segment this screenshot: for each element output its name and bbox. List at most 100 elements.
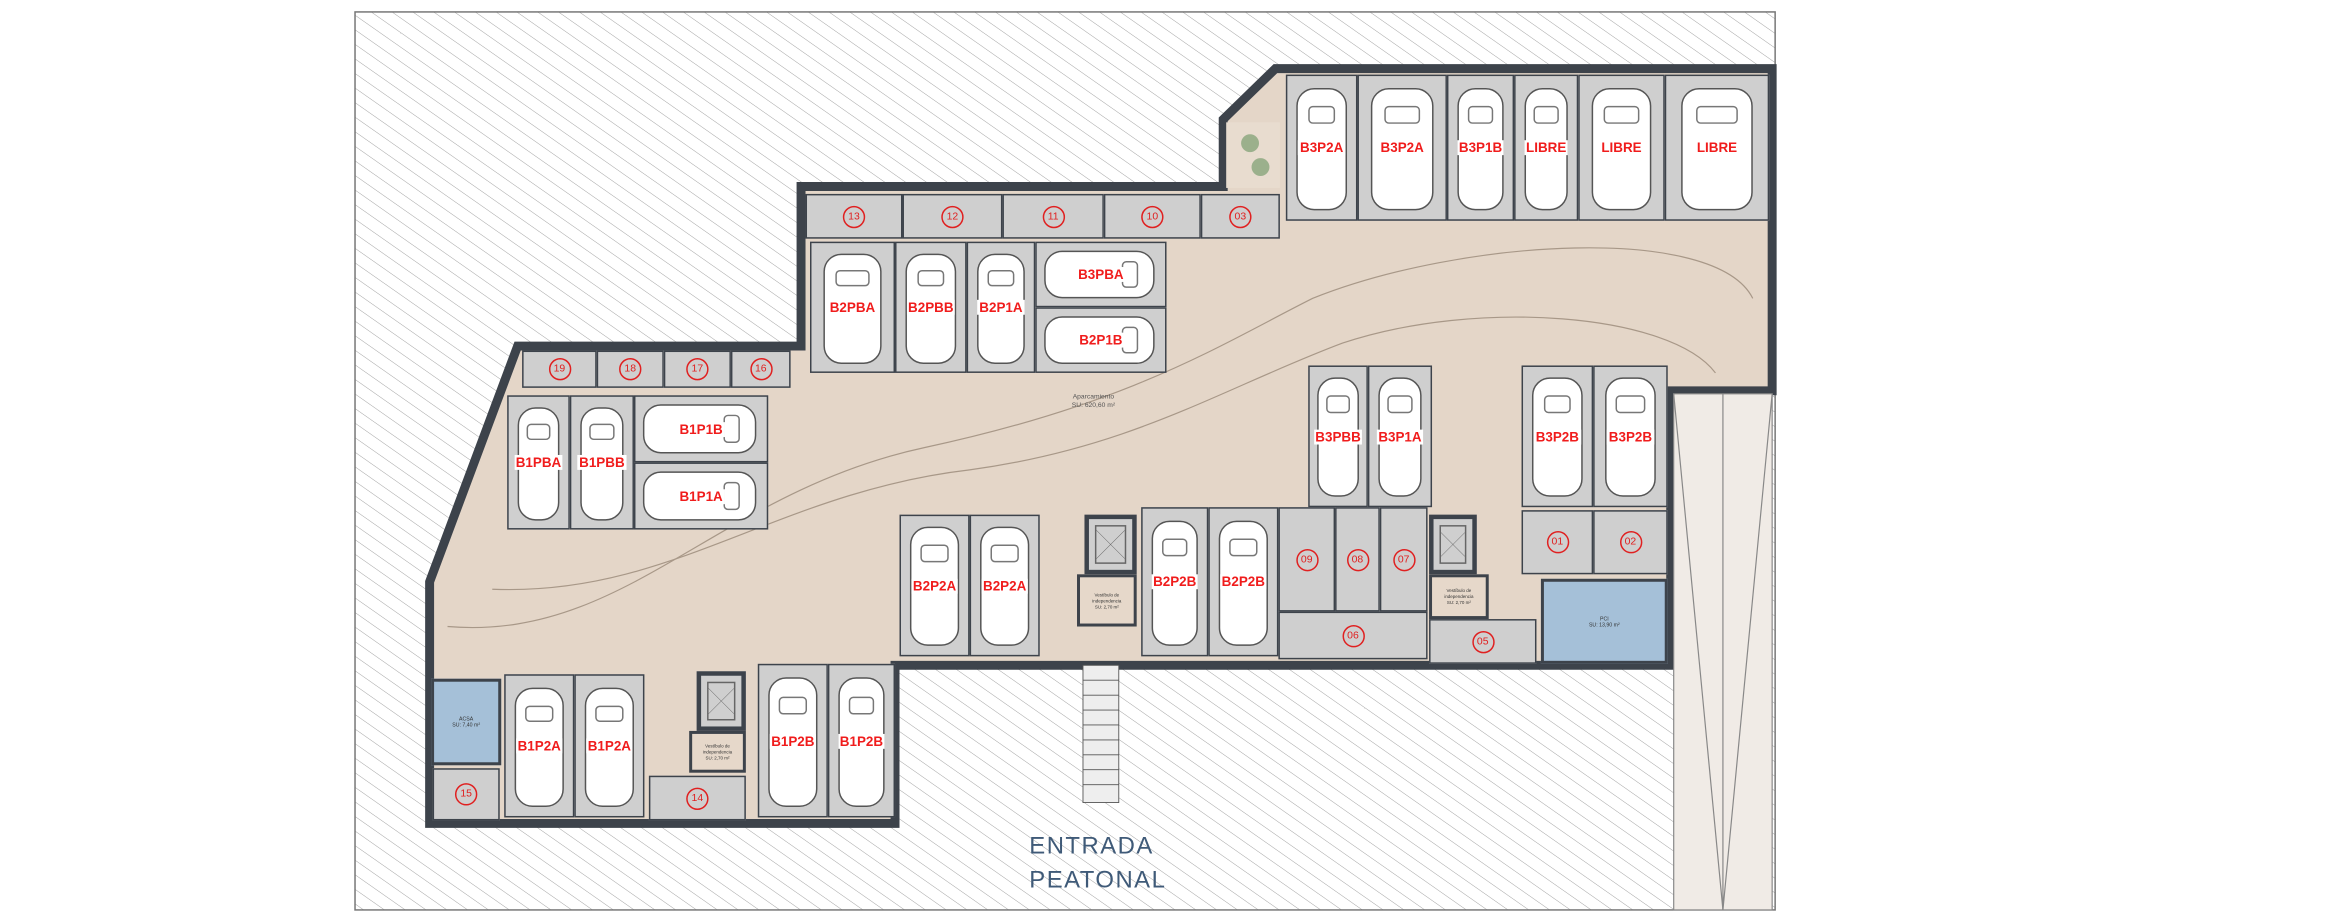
space-label: B3P1A [1376, 428, 1424, 444]
storage-room[interactable]: 17 [663, 350, 731, 388]
storage-number: 06 [1341, 624, 1365, 647]
storage-number: 05 [1471, 630, 1494, 653]
parking-space[interactable]: B2P2B [1208, 507, 1279, 657]
parking-space[interactable]: LIBRE [1578, 74, 1665, 221]
storage-room[interactable]: 08 [1335, 507, 1380, 612]
entrance-line-2: PEATONAL [1029, 868, 1167, 894]
parking-space[interactable]: B1P1B [633, 395, 769, 463]
storage-room[interactable]: 15 [432, 768, 500, 821]
parking-space[interactable]: LIBRE [1664, 74, 1770, 221]
space-label: B1P2B [769, 733, 816, 749]
elevator [1084, 514, 1137, 575]
storage-room[interactable]: 11 [1002, 193, 1104, 239]
space-label: B2P1B [1077, 332, 1125, 348]
parking-space[interactable]: B2P1A [966, 241, 1036, 373]
parking-space[interactable]: B2PBA [809, 241, 896, 373]
parking-space[interactable]: B2P1B [1035, 307, 1167, 373]
storage-number: 19 [548, 358, 571, 381]
storage-number: 14 [686, 786, 709, 810]
parking-space[interactable]: B3PBB [1308, 365, 1368, 508]
space-label: B1P1B [677, 421, 725, 437]
parking-space[interactable]: B3P2B [1593, 365, 1668, 508]
space-label: B2PBA [828, 299, 877, 315]
space-label: B2P2B [1220, 574, 1267, 590]
parking-space[interactable]: B2P2A [899, 514, 970, 657]
parking-space[interactable]: B3P2A [1357, 74, 1447, 221]
parking-area-name: Aparcamiento [1072, 392, 1115, 400]
elevator [1429, 514, 1477, 575]
parking-space[interactable]: B2P2B [1141, 507, 1209, 657]
storage-room[interactable]: 14 [648, 775, 746, 821]
parking-space[interactable]: B1P2A [504, 674, 575, 818]
space-label: B2PBB [906, 299, 956, 315]
storage-number: 09 [1295, 548, 1318, 571]
storage-room[interactable]: 06 [1278, 611, 1428, 660]
elevator [696, 671, 746, 731]
storage-room[interactable]: 16 [730, 350, 791, 388]
storage-room[interactable]: 05 [1429, 619, 1537, 664]
space-label: B3P2B [1534, 428, 1581, 444]
storage-room[interactable]: 01 [1521, 510, 1594, 575]
parking-space[interactable]: B1P1A [633, 462, 769, 530]
parking-space[interactable]: LIBRE [1514, 74, 1579, 221]
space-label: B3PBA [1076, 267, 1126, 282]
storage-room[interactable]: 10 [1103, 193, 1201, 239]
storage-room[interactable]: 12 [902, 193, 1003, 239]
parking-space[interactable]: B3P2B [1521, 365, 1594, 508]
plant-icon [1251, 158, 1270, 177]
parking-space[interactable]: B2PBB [895, 241, 967, 373]
parking-area-label: Aparcamiento SU: 620,60 m² [1041, 392, 1145, 410]
storage-room[interactable]: 02 [1593, 510, 1668, 575]
space-label: B3P2A [1379, 140, 1426, 156]
space-label: LIBRE [1695, 140, 1739, 156]
parking-space[interactable]: B1P2B [827, 663, 896, 818]
planter [1226, 122, 1280, 188]
parking-space[interactable]: B3PBA [1035, 241, 1167, 308]
storage-number: 07 [1392, 548, 1415, 571]
space-label: B1P2A [586, 738, 633, 754]
parking-space[interactable]: B3P2A [1285, 74, 1358, 221]
parking-space[interactable]: B3P1B [1446, 74, 1515, 221]
plant-icon [1241, 134, 1260, 153]
room-area: SU: 2,70 m² [705, 754, 730, 761]
space-label: B1PBA [514, 454, 563, 470]
space-label: B1P2B [838, 733, 885, 749]
storage-number: 12 [941, 205, 964, 228]
entrance-line-1: ENTRADA [1029, 833, 1154, 860]
space-label: LIBRE [1524, 140, 1568, 156]
space-label: LIBRE [1599, 140, 1644, 156]
room-name: PCI [1599, 615, 1609, 622]
storage-room[interactable]: 09 [1278, 507, 1336, 612]
storage-room[interactable]: 19 [522, 350, 597, 388]
storage-room[interactable]: 13 [805, 193, 903, 239]
space-label: B2P2A [981, 578, 1028, 593]
storage-room[interactable]: 18 [596, 350, 664, 388]
space-label: B1PBB [577, 454, 627, 470]
storage-room[interactable]: 03 [1200, 193, 1280, 239]
entrance-stairs [1082, 664, 1120, 803]
storage-number: 08 [1346, 548, 1369, 571]
room-area: SU: 7,40 m² [452, 721, 481, 728]
parking-space[interactable]: B1P2A [574, 674, 645, 818]
room-name: Vestíbulo de independencia [1092, 591, 1122, 604]
space-label: B1P2A [516, 738, 563, 754]
parking-space[interactable]: B1P2B [757, 663, 828, 818]
storage-number: 17 [686, 358, 709, 381]
ramp [1673, 393, 1773, 911]
room-name: Vestíbulo de independencia [1444, 587, 1474, 600]
space-label: B3P2A [1298, 140, 1345, 156]
parking-space[interactable]: B3P1A [1367, 365, 1433, 508]
parking-space[interactable]: B1PBB [569, 395, 634, 530]
space-label: B2P2B [1151, 574, 1198, 590]
parking-space[interactable]: B1PBA [507, 395, 570, 530]
storage-room[interactable]: 07 [1379, 507, 1428, 612]
space-label: B3PBB [1313, 428, 1363, 444]
space-label: B1P1A [677, 488, 725, 504]
parking-space[interactable]: B2P2A [969, 514, 1040, 657]
storage-number: 01 [1546, 531, 1569, 554]
